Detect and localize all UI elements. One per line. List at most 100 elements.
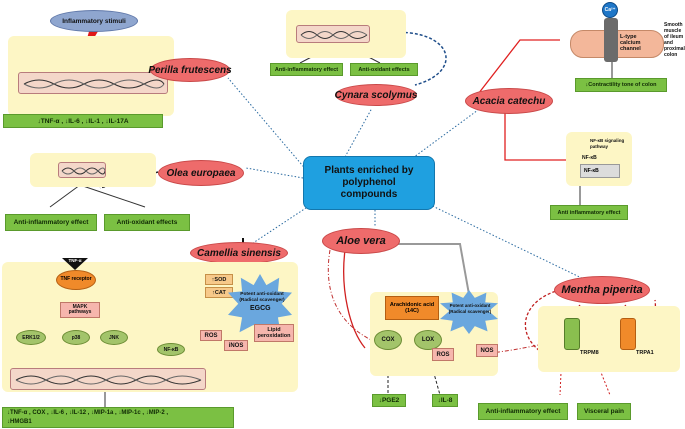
mentha-panel xyxy=(538,306,680,372)
cynara-anti-oxidant-box: Anti-oxidant effects xyxy=(350,63,418,76)
inos-label: iNOS xyxy=(228,342,244,349)
link-cynara xyxy=(344,107,373,158)
nfkb-label-2: NF-κB xyxy=(584,168,599,174)
cynara-effect1-label: Anti-inflammatory effect xyxy=(274,66,339,73)
link-camellia xyxy=(249,201,316,246)
center-title: Plants enriched by polyphenol compounds xyxy=(324,165,414,200)
calcium-channel xyxy=(604,18,618,62)
pge2-box: ↓PGE2 xyxy=(372,394,406,407)
mentha-anti-inflammatory-box: Anti-inflammatory effect xyxy=(478,403,568,420)
aloe-ros-box: ROS xyxy=(432,348,454,361)
camellia-sinensis-node: Camellia sinensis xyxy=(190,242,288,264)
cynara-dna xyxy=(296,25,370,43)
visceral-pain-box: Visceral pain xyxy=(577,403,631,420)
trpa1-label: TRPA1 xyxy=(636,350,654,356)
perilla-frutescens-node: Perilla frutescens xyxy=(148,58,232,82)
nfkb-dna-box: NF-κB xyxy=(580,164,620,178)
trpm8-label: TRPM8 xyxy=(580,350,599,356)
link-acacia xyxy=(409,109,479,161)
lipid-box: Lipid peroxidation xyxy=(254,324,294,342)
cox-node: COX xyxy=(374,330,402,350)
inflammatory-stimuli-label: Inflammatory stimuli xyxy=(62,17,126,25)
acacia-effect-label: Anti inflammatory effect xyxy=(557,209,621,216)
pge2-label: ↓PGE2 xyxy=(378,397,400,404)
mentha-effect1-label: Anti-inflammatory effect xyxy=(485,408,561,415)
mentha-label: Mentha piperita xyxy=(561,284,643,296)
sod-label: ↑SOD xyxy=(211,276,227,283)
camellia-nfkb-node: NF-κB xyxy=(157,343,185,356)
mentha-piperita-node: Mentha piperita xyxy=(554,276,650,304)
camellia-dna xyxy=(10,368,206,390)
olea-anti-inflammatory-box: Anti-inflammatory effect xyxy=(5,214,97,231)
jnk-label: JNK xyxy=(108,334,119,341)
acacia-catechu-node: Acacia catechu xyxy=(465,88,553,114)
tnf-label: TNF-α xyxy=(68,258,82,263)
link-perilla xyxy=(227,77,309,173)
aloe-label: Aloe vera xyxy=(336,235,386,247)
sod-box: ↑SOD xyxy=(205,274,233,285)
olea-europaea-node: Olea europaea xyxy=(158,160,244,186)
olea-effect1-label: Anti-inflammatory effect xyxy=(13,219,89,226)
olea-anti-oxidant-box: Anti-oxidant effects xyxy=(104,214,190,231)
il8-label: ↓IL-8 xyxy=(437,397,453,404)
calcium-label: Ca²⁺ xyxy=(604,7,616,13)
trpm8-channel xyxy=(564,318,580,350)
receptor-label: TNF receptor xyxy=(60,276,92,283)
link-olea xyxy=(245,167,304,179)
cynara-anti-inflammatory-box: Anti-inflammatory effect xyxy=(270,63,343,76)
mapk-box: MAPK pathways xyxy=(60,302,100,318)
lox-label: LOX xyxy=(421,337,435,343)
mapk-label: MAPK pathways xyxy=(68,303,92,315)
smooth-muscle-label: Smooth muscle of ileum and proximal colo… xyxy=(664,22,685,58)
acacia-anti-inflammatory-box: Anti inflammatory effect xyxy=(550,205,628,220)
camellia-effect-line1: ↓TNF-α , COX , ↓IL-6 , ↓IL-12 , ↓MIP-1a … xyxy=(7,410,169,416)
nos-label: NOS xyxy=(480,347,494,354)
lox-node: LOX xyxy=(414,330,442,350)
camellia-ros-label: ROS xyxy=(204,332,218,339)
camellia-nfkb-label: NF-κB xyxy=(163,346,179,353)
aloe-nos-box: NOS xyxy=(476,344,498,357)
cynara-effect2-label: Anti-oxidant effects xyxy=(358,66,410,73)
contractility-box: ↓Contractility tone of colon xyxy=(575,78,667,92)
cynara-label: Cynara scolymus xyxy=(334,89,418,101)
contractility-label: ↓Contractility tone of colon xyxy=(585,82,657,88)
aloe-scavenger-label: Potent anti-oxidant (Radical scavenger) xyxy=(448,303,492,314)
tnf-receptor: TNF receptor xyxy=(56,270,96,290)
trpa1-channel xyxy=(620,318,636,350)
center-box: Plants enriched by polyphenol compounds xyxy=(303,156,435,210)
visceral-pain-label: Visceral pain xyxy=(584,408,624,415)
p38-node: p38 xyxy=(62,330,90,345)
calcium-ion: Ca²⁺ xyxy=(602,2,618,18)
cat-label: ↑CAT xyxy=(212,289,226,296)
cat-box: ↑CAT xyxy=(205,287,233,298)
arachidonic-box: Arachidonic acid (14C) xyxy=(385,296,439,320)
nfkb-pathway-label: NF-κB signaling pathway xyxy=(590,138,625,149)
camellia-effect-box: ↓TNF-α , COX , ↓IL-6 , ↓IL-12 , ↓MIP-1a … xyxy=(2,407,234,428)
cox-label: COX xyxy=(381,337,395,343)
camellia-scavenger-label: Potent anti-oxidant (Radical scavenger) xyxy=(239,292,285,303)
p38-label: p38 xyxy=(71,334,81,341)
inflammatory-stimuli-box: Inflammatory stimuli xyxy=(50,10,138,32)
nfkb-label-1: NF-κB xyxy=(582,155,597,161)
perilla-label: Perilla frutescens xyxy=(148,64,232,76)
inos-box: iNOS xyxy=(224,340,248,351)
perilla-effect-box: ↓TNF-α , ↓IL-6 , ↓IL-1 , ↓IL-17A xyxy=(3,114,163,128)
egcg-label: EGCG xyxy=(250,305,271,312)
acacia-label: Acacia catechu xyxy=(472,95,546,107)
olea-effect2-label: Anti-oxidant effects xyxy=(116,219,178,226)
channel-label: L-type calcium channel xyxy=(620,34,641,52)
erk-label: ERK1/2 xyxy=(22,334,40,341)
jnk-node: JNK xyxy=(100,330,128,345)
perilla-effect-label: ↓TNF-α , ↓IL-6 , ↓IL-1 , ↓IL-17A xyxy=(37,117,129,125)
olea-label: Olea europaea xyxy=(166,167,236,179)
olea-dna xyxy=(58,162,106,178)
camellia-effect-line2: ↓HMGB1 xyxy=(7,419,32,425)
aloe-vera-node: Aloe vera xyxy=(322,228,400,254)
perilla-dna xyxy=(18,72,168,94)
cynara-scolymus-node: Cynara scolymus xyxy=(335,84,417,106)
erk-node: ERK1/2 xyxy=(16,330,46,345)
arachidonic-label: Arachidonic acid (14C) xyxy=(389,302,435,314)
ros-box: ROS xyxy=(200,330,222,341)
il8-box: ↓IL-8 xyxy=(432,394,458,407)
aloe-ros-label: ROS xyxy=(436,351,450,358)
